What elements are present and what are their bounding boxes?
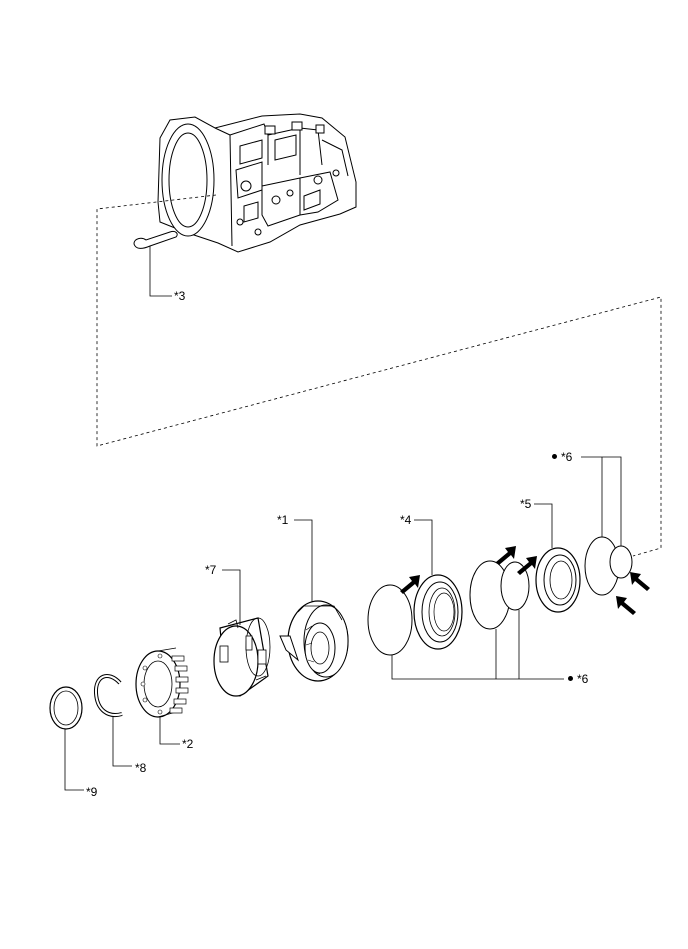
part-2-spring-retainer xyxy=(135,647,189,718)
callout-1: *1 xyxy=(277,513,289,527)
callout-4: *4 xyxy=(400,513,412,527)
callout-2: *2 xyxy=(182,737,194,751)
arrow-icon xyxy=(517,556,537,575)
leader-6-bottom xyxy=(391,610,564,680)
part-7-clutch-drum xyxy=(213,617,271,697)
arrow-icon xyxy=(400,575,420,594)
callout-3: *3 xyxy=(174,289,186,303)
callout-6-top-text: *6 xyxy=(561,450,573,464)
arrow-icon xyxy=(616,596,636,615)
callout-6-bottom: *6 xyxy=(568,673,588,685)
part-4-piston xyxy=(413,574,463,650)
leader-8 xyxy=(112,716,132,767)
callout-6-bottom-text: *6 xyxy=(577,672,589,686)
o-ring-inner xyxy=(500,561,530,611)
o-ring-large xyxy=(367,584,413,656)
callout-7: *7 xyxy=(205,563,217,577)
leader-5 xyxy=(534,503,553,548)
part-5-piston xyxy=(535,547,581,613)
leader-2 xyxy=(159,717,180,745)
part-3-clip xyxy=(133,231,178,249)
o-ring-right-inner xyxy=(609,545,633,579)
callout-9: *9 xyxy=(86,785,98,799)
part-9-snap-ring xyxy=(49,686,83,730)
arrow-icon xyxy=(630,572,650,591)
leader-4 xyxy=(414,519,433,575)
dashed-projection-line xyxy=(96,194,662,557)
arrow-icon xyxy=(496,546,516,565)
leader-6-top xyxy=(581,456,622,546)
leader-9 xyxy=(64,729,84,791)
part-1-brake-hub xyxy=(279,600,349,682)
callout-6-top: *6 xyxy=(552,451,572,463)
callout-8: *8 xyxy=(135,761,147,775)
bullet-icon xyxy=(552,454,557,460)
leader-3 xyxy=(149,246,172,297)
apply-fluid-arrows xyxy=(400,546,650,615)
leader-7 xyxy=(222,569,241,625)
bullet-icon xyxy=(568,676,573,682)
leader-1 xyxy=(294,519,313,602)
callout-5: *5 xyxy=(520,497,532,511)
transmission-case xyxy=(157,113,357,253)
